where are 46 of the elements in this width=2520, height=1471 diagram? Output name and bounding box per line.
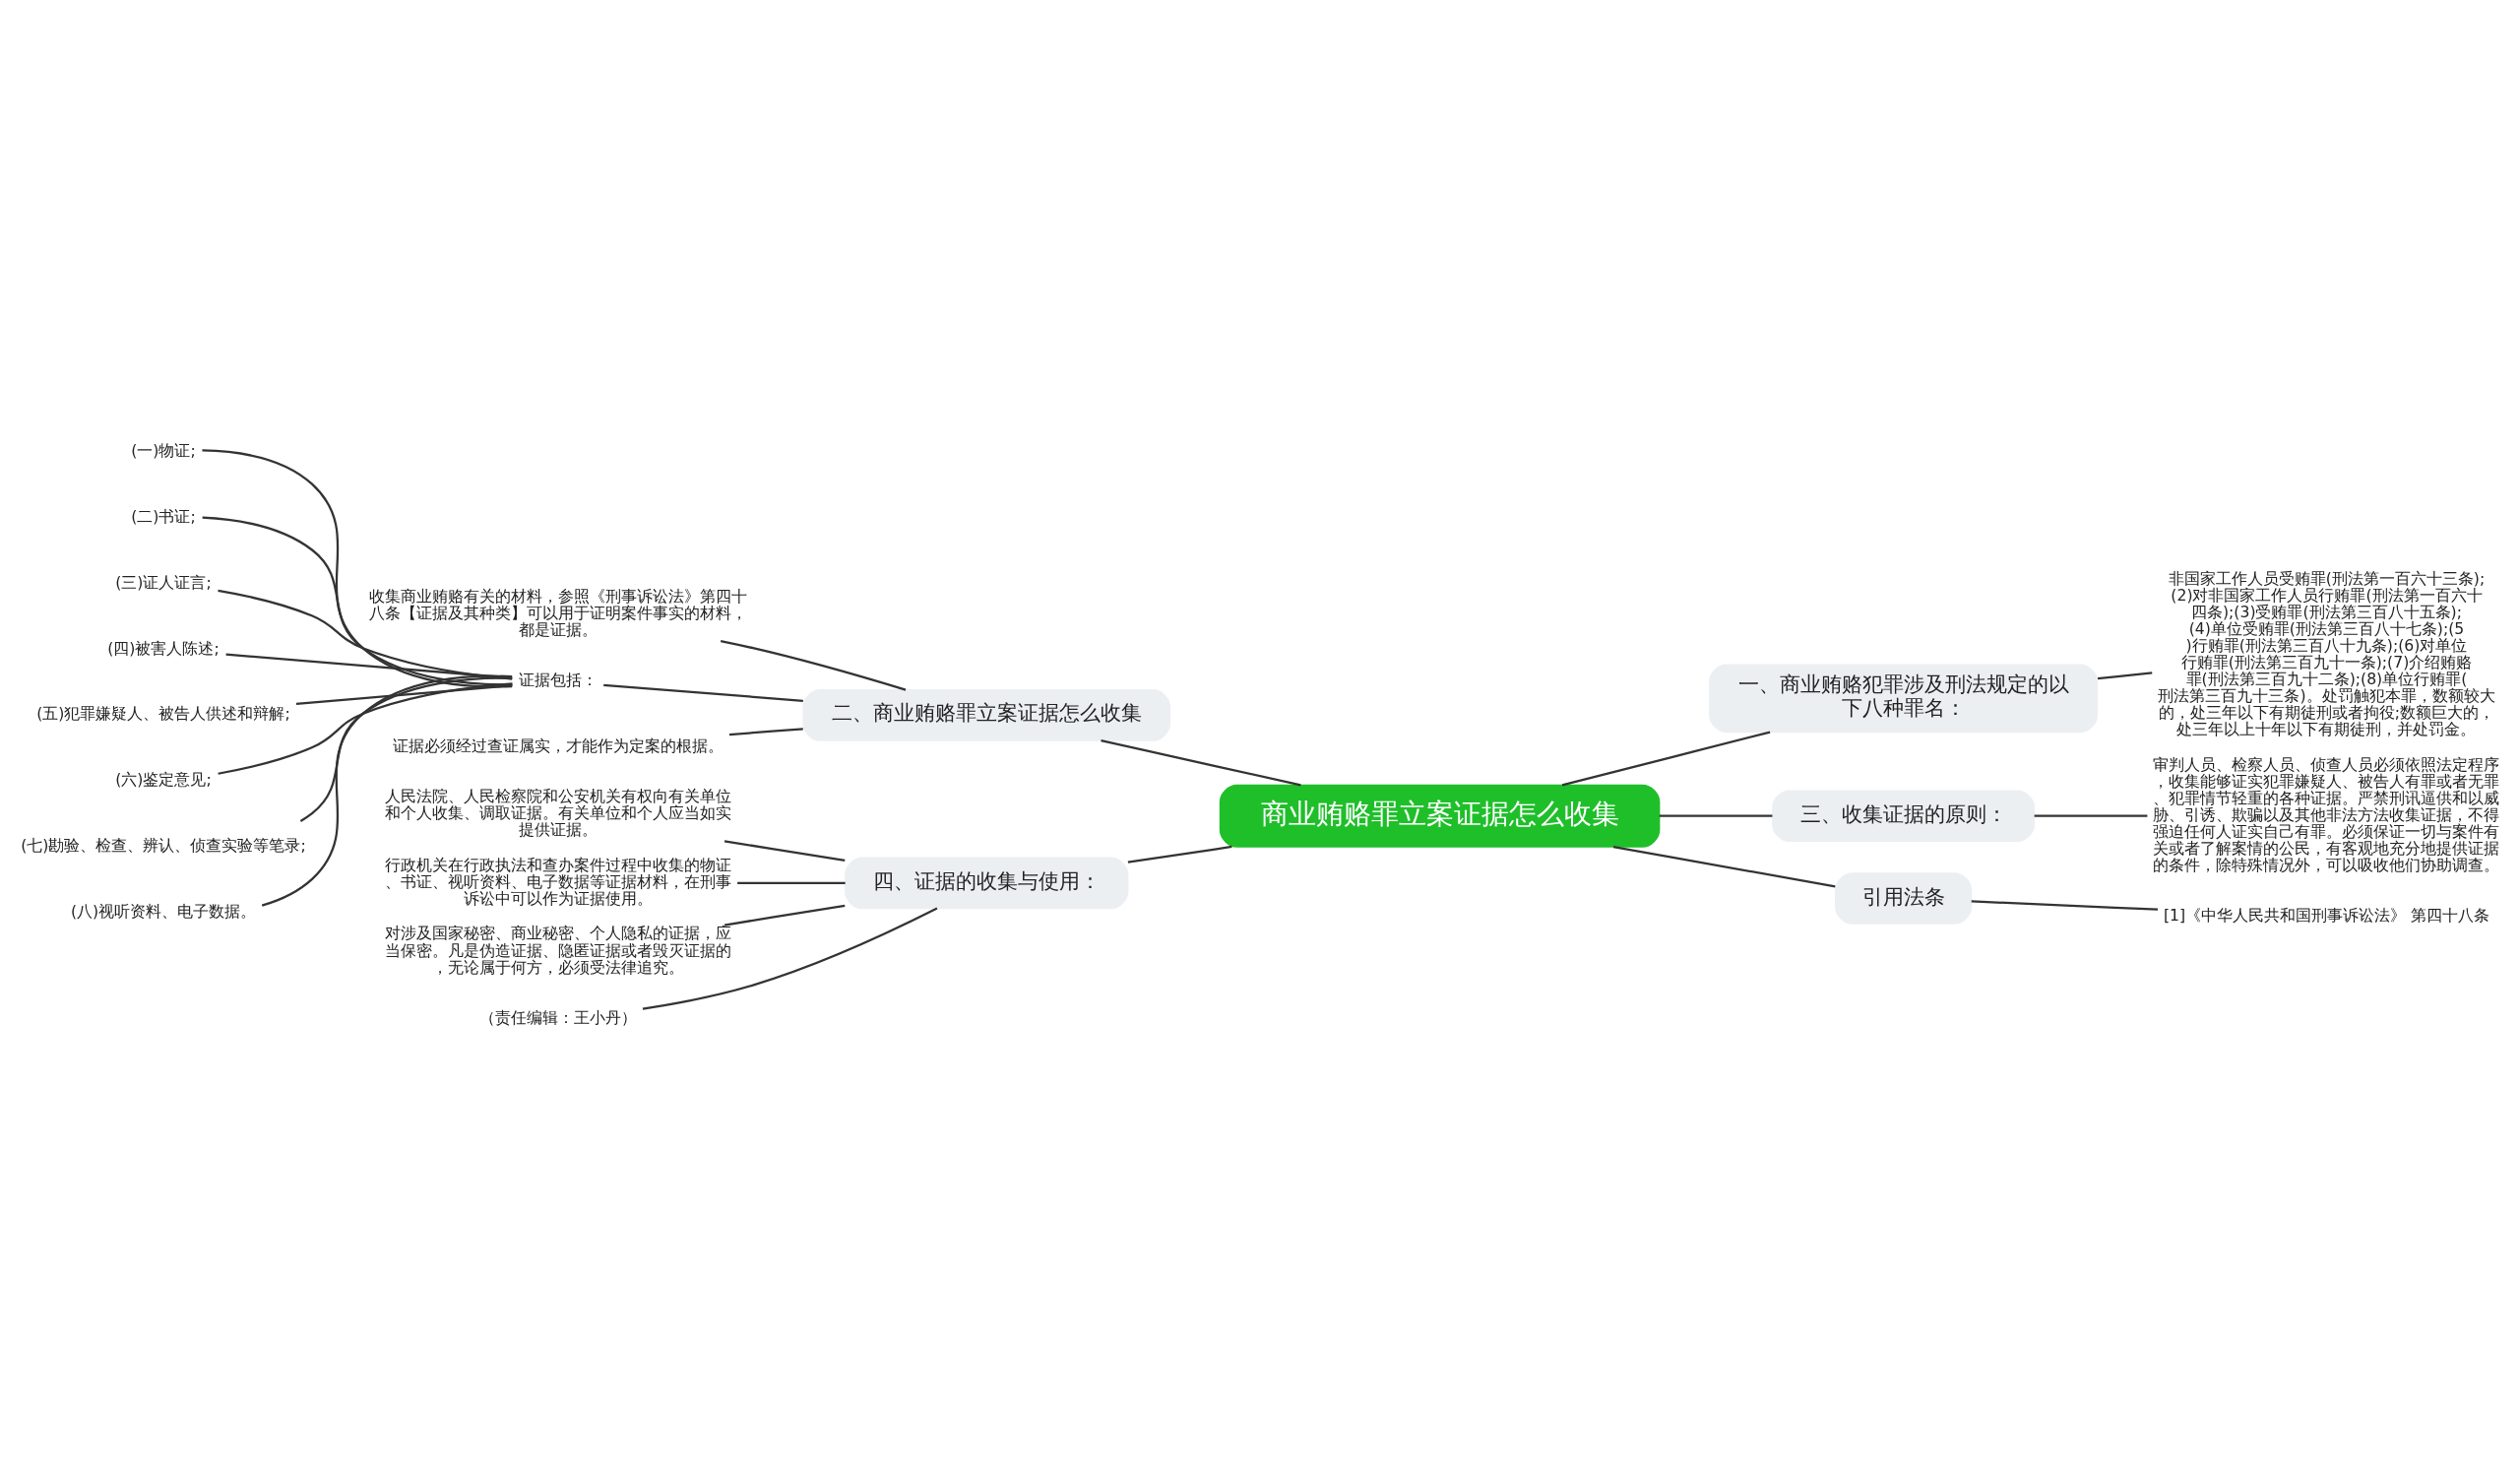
node-box: 二、商业贿赂罪立案证据怎么收集	[802, 689, 1171, 741]
node-text: 证据必须经过查证属实，才能作为定案的根据。	[392, 736, 724, 756]
node-text: (一)物证;	[131, 441, 196, 461]
node-box: 引用法条	[1835, 872, 1973, 925]
connector	[1561, 731, 1771, 787]
node-box: 商业贿赂罪立案证据怎么收集	[1219, 784, 1661, 848]
connector	[737, 881, 846, 885]
connector	[295, 684, 513, 706]
node-text: 行政机关在行政执法和查办案件过程中收集的物证、书证、视听资料、电子数据等证据材料，在刑事诉讼中可以作为证据使用。	[384, 855, 731, 908]
connector	[1971, 900, 2159, 911]
connector	[603, 683, 803, 702]
node-text: (七)勘验、检查、辨认、侦查实验等笔录;	[21, 835, 306, 855]
node-text: 收集商业贿赂有关的材料，参照《刑事诉讼法》第四十八条【证据及其种类】可以用于证明案件事实的材料，都是证据。	[368, 587, 747, 640]
node-box: 四、证据的收集与使用：	[845, 857, 1129, 910]
connector	[642, 907, 938, 1010]
node-text: 证据包括：	[518, 671, 598, 690]
connector	[218, 589, 513, 680]
connector	[218, 682, 513, 775]
connector	[728, 728, 803, 736]
node-text: 审判人员、检察人员、侦查人员必须依照法定程序，收集能够证实犯罪嫌疑人、被告人有罪或者无罪、犯罪情节轻重的各种证据。严禁刑讯逼供和以威胁、引诱、欺骗以及其他非法方法收集证据，不得强迫任何人证实自己有罪。必须保证一切与案件有关或者了解案情的公民，有客观地充分地提供证据的条件，除特殊情况外，可以吸收他们协助调查。	[2153, 754, 2500, 874]
node-text: [1]《中华人民共和国刑事诉讼法》 第四十八条	[2163, 905, 2490, 925]
node-text: (二)书证;	[131, 507, 196, 527]
node-text: (五)犯罪嫌疑人、被告人供述和辩解;	[36, 704, 290, 724]
node-text: (三)证人证言;	[115, 572, 212, 592]
node-text: （责任编辑：王小丹）	[478, 1007, 637, 1027]
connector	[261, 674, 513, 907]
node-text: 对涉及国家秘密、商业秘密、个人隐私的证据，应当保密。凡是伪造证据、隐匿证据或者毁灭证据的，无论属于何方，必须受法律追究。	[384, 924, 731, 977]
connector	[724, 840, 846, 863]
connector	[1659, 814, 1773, 817]
connector	[720, 640, 907, 691]
node-text: (六)鉴定意见;	[115, 770, 212, 790]
connector	[724, 904, 846, 927]
connector	[202, 449, 513, 688]
connector	[299, 676, 513, 822]
node-text: 人民法院、人民检察院和公安机关有权向有关单位和个人收集、调取证据。有关单位和个人应当如实提供证据。	[384, 787, 731, 840]
connector	[2034, 814, 2148, 817]
connector	[1612, 845, 1836, 888]
connector	[2097, 672, 2153, 680]
node-text: (四)被害人陈述;	[107, 638, 220, 658]
connector	[202, 516, 513, 686]
connector	[1127, 845, 1232, 863]
node-box: 一、商业贿赂犯罪涉及刑法规定的以下八种罪名：	[1709, 664, 2099, 734]
connector	[1101, 739, 1301, 787]
node-text: 非国家工作人员受贿罪(刑法第一百六十三条);(2)对非国家工作人员行贿罪(刑法第一百六十四条);(3)受贿罪(刑法第三百八十五条);(4)单位受贿罪(刑法第三百八十七条);(5)行贿罪(刑法第三百八十九条);(6)对单位行贿罪(刑法第三百九十一条);(7)介绍贿赂罪(刑法第三百九十二条);(8)单位行贿罪(刑法第三百九十三条)。处罚触犯本罪，数额较大的，处三年以下有期徒刑或者拘役;数额巨大的，处三年以上十年以下有期徒刑，并处罚金。	[2158, 568, 2495, 739]
node-box: 三、收集证据的原则：	[1772, 790, 2036, 842]
node-text: (八)视听资料、电子数据。	[70, 901, 257, 921]
